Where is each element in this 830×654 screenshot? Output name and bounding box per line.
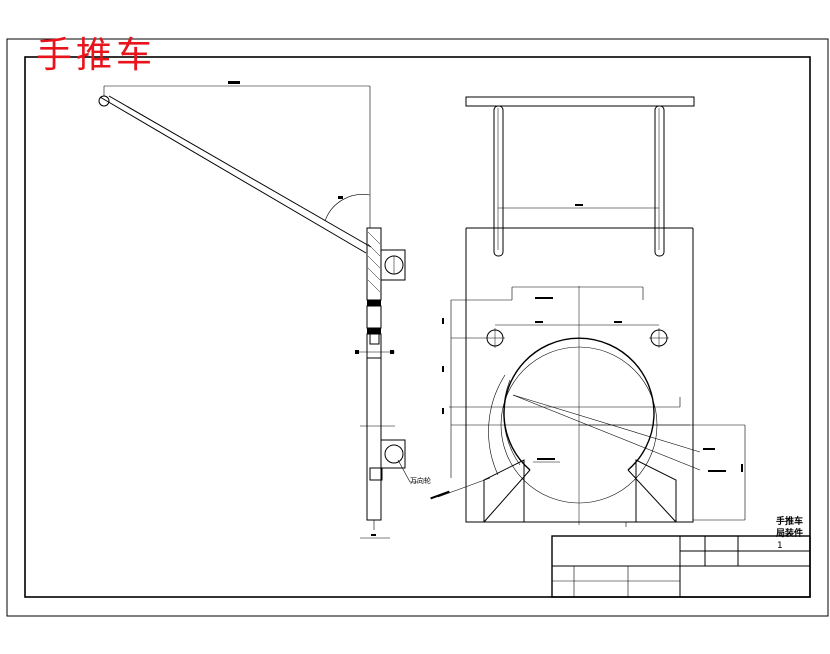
- side-view: [98, 81, 418, 539]
- title-block-quantity: 1: [777, 541, 783, 551]
- title-block-sub-name: 局装件: [776, 529, 804, 539]
- caster-callout: 万向轮: [410, 477, 431, 485]
- front-view: [430, 96, 746, 527]
- drawing-title: 手推车: [36, 35, 157, 76]
- title-block-lines: [551, 535, 811, 598]
- outer-frame: [6, 38, 829, 617]
- title-block-part-name: 手推车: [776, 517, 804, 527]
- inner-frame: [24, 56, 811, 598]
